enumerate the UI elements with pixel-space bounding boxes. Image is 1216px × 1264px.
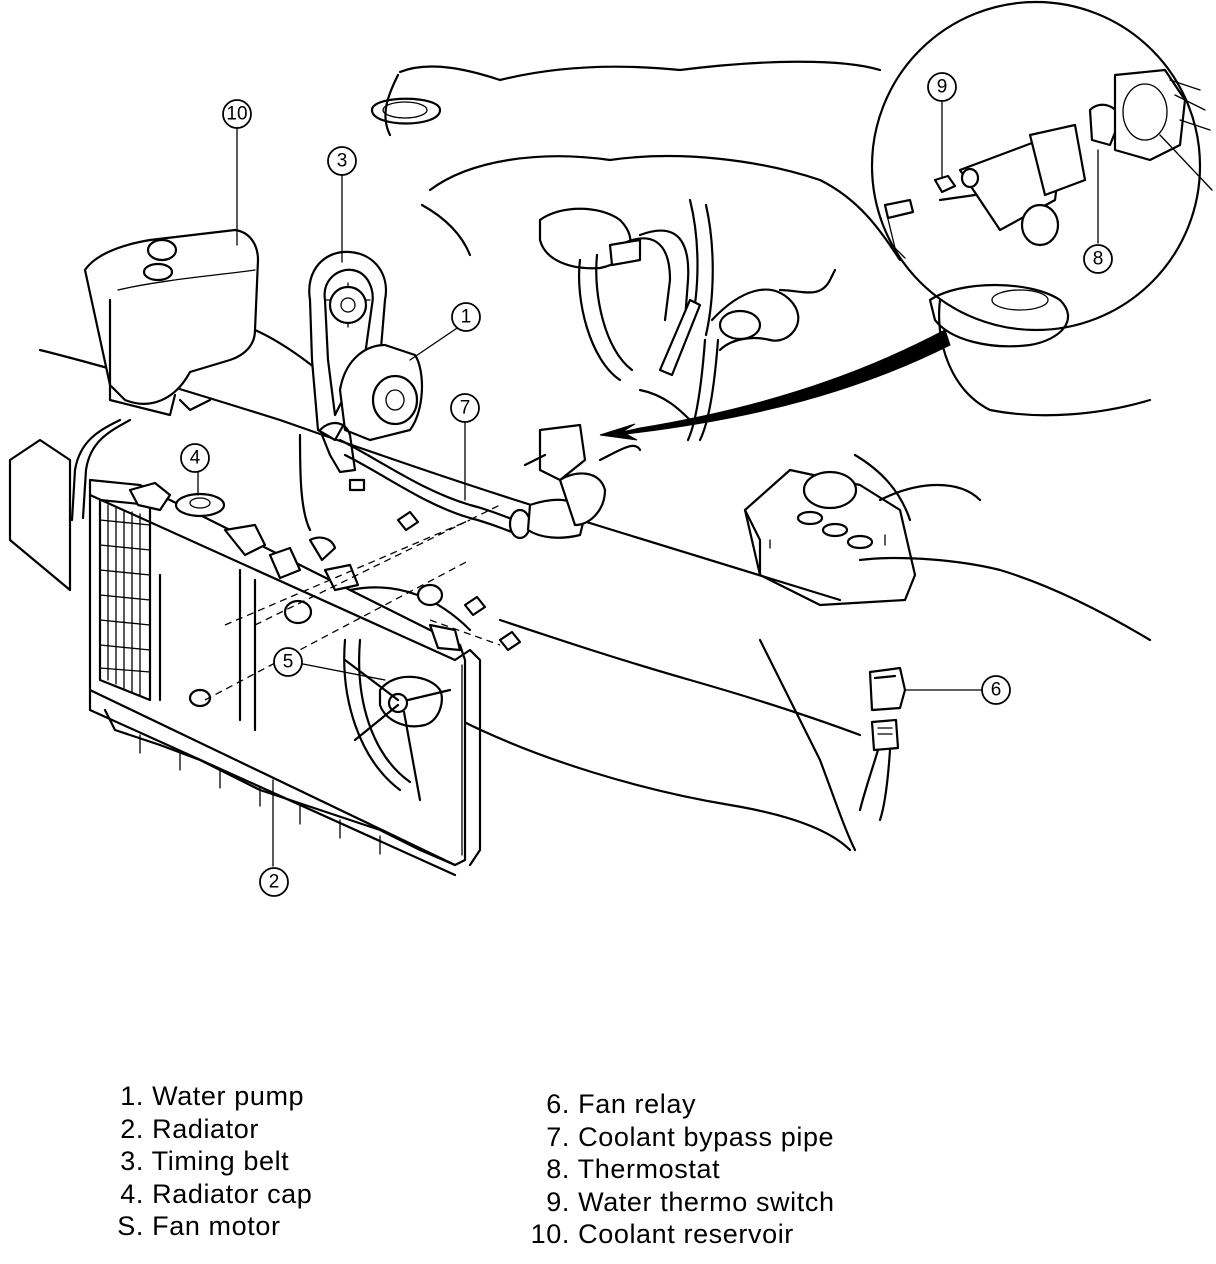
thermostat-inset — [870, 0, 1213, 332]
legend-label: Radiator — [152, 1113, 259, 1144]
legend-item: 1. Water pump — [114, 1080, 312, 1113]
legend-item: 2. Radiator — [114, 1113, 312, 1146]
callout-8: 8 — [1083, 244, 1113, 274]
svg-text:5: 5 — [283, 652, 294, 673]
callout-5: 5 — [273, 647, 303, 677]
mounting-bolts — [308, 510, 522, 652]
coolant-reservoir — [70, 228, 260, 522]
legend-label: Thermostat — [577, 1154, 721, 1185]
legend-right: 6. Fan relay 7. Coolant bypass pipe 8. T… — [520, 1088, 835, 1251]
legend-item: 3. Timing belt — [114, 1145, 312, 1178]
callout-10: 10 — [222, 99, 252, 129]
callout-2: 2 — [259, 867, 289, 897]
coolant-bypass-pipe — [338, 423, 642, 540]
callout-9: 9 — [927, 72, 957, 102]
callout-1: 1 — [451, 302, 481, 332]
callout-leaders — [197, 101, 1099, 867]
legend-number: 1. — [120, 1081, 144, 1111]
legend-number: 10. — [530, 1219, 570, 1250]
legend-label: Coolant bypass pipe — [578, 1121, 835, 1152]
legend-label: Water pump — [152, 1081, 305, 1111]
svg-text:2: 2 — [269, 872, 280, 893]
assembly-guides — [204, 504, 501, 701]
svg-text:1: 1 — [461, 307, 472, 328]
legend-item: 10. Coolant reservoir — [520, 1218, 835, 1251]
legend-label: Coolant reservoir — [578, 1219, 794, 1250]
legend-number: 2. — [120, 1113, 144, 1144]
legend-number: 3. — [120, 1146, 144, 1177]
legend-label: Water thermo switch — [578, 1186, 835, 1217]
cooling-system-diagram: 10 3 1 7 4 5 2 6 9 8 — [8, 0, 1213, 897]
battery — [743, 468, 982, 607]
legend-label: Fan relay — [578, 1089, 697, 1119]
svg-text:9: 9 — [937, 77, 948, 98]
legend-label: Timing belt — [151, 1146, 290, 1177]
upper-hoses — [578, 198, 837, 442]
callout-4: 4 — [180, 443, 210, 473]
legend-number: 6. — [546, 1089, 570, 1119]
legend-item: 9. Water thermo switch — [520, 1186, 835, 1219]
callout-7: 7 — [450, 393, 480, 423]
legend-left: 1. Water pump 2. Radiator 3. Timing belt… — [114, 1080, 312, 1243]
legend-number: S. — [117, 1211, 144, 1242]
legend-number: 7. — [546, 1121, 570, 1152]
arrow-to-thermostat — [599, 329, 951, 441]
legend-item: S. Fan motor — [114, 1210, 312, 1243]
svg-text:8: 8 — [1093, 249, 1104, 270]
svg-text:4: 4 — [190, 448, 201, 469]
legend-label: Fan motor — [152, 1211, 281, 1242]
legend-number: 4. — [120, 1178, 144, 1209]
legend-item: 7. Coolant bypass pipe — [520, 1121, 835, 1154]
timing-belt — [308, 250, 388, 442]
legend-item: 4. Radiator cap — [114, 1178, 312, 1211]
svg-text:10: 10 — [226, 104, 247, 125]
legend-number: 8. — [546, 1154, 570, 1185]
callout-3: 3 — [327, 146, 357, 176]
svg-text:3: 3 — [337, 151, 348, 172]
water-pump — [298, 343, 423, 532]
fan-relay — [858, 666, 907, 822]
callout-6: 6 — [981, 675, 1011, 705]
svg-text:7: 7 — [460, 398, 471, 419]
fan-motor — [343, 658, 452, 802]
svg-text:6: 6 — [991, 680, 1002, 701]
legend-label: Radiator cap — [152, 1178, 313, 1209]
legend-item: 6. Fan relay — [520, 1088, 835, 1121]
legend-number: 9. — [546, 1186, 570, 1217]
legend-item: 8. Thermostat — [520, 1153, 835, 1186]
